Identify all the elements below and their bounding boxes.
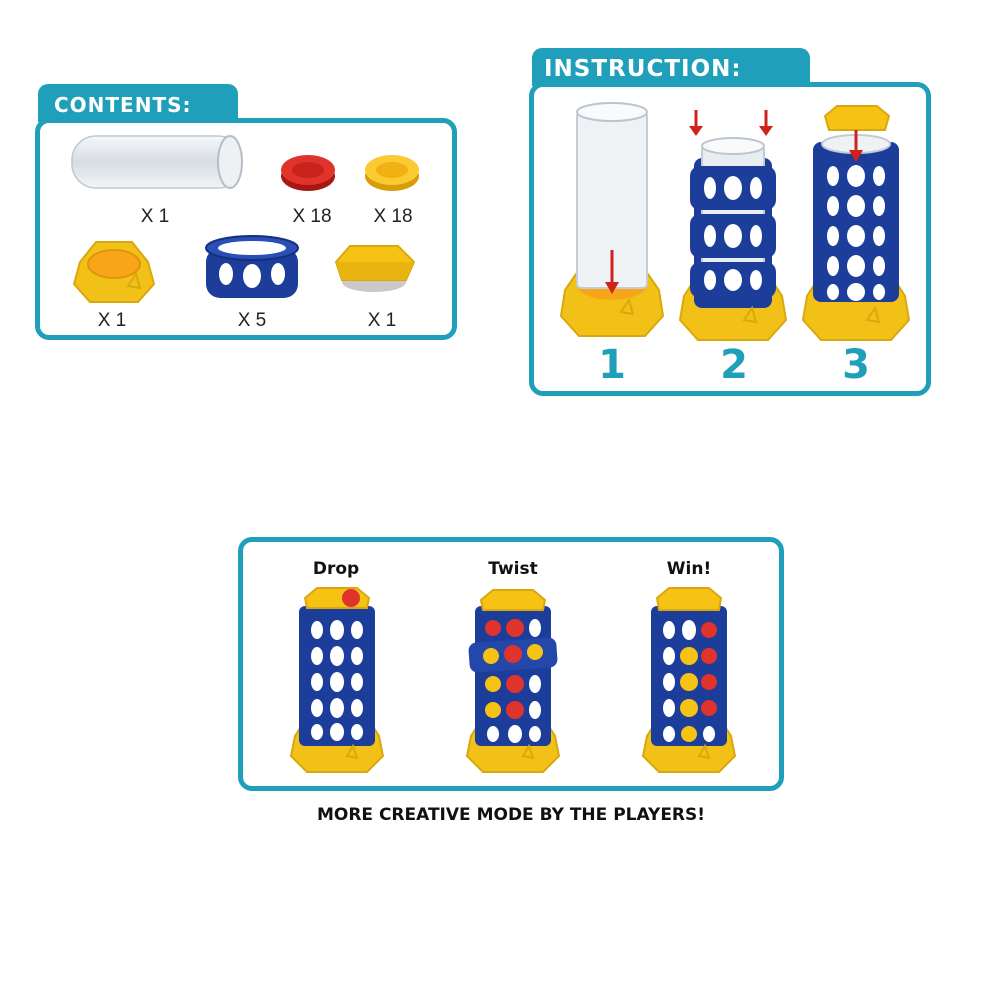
step-1-illustration (559, 102, 665, 337)
ring-count: X 5 (237, 310, 267, 331)
yellow-disc-icon (365, 155, 419, 191)
instruction-title: INSTRUCTION (544, 56, 732, 82)
red-disc-icon (281, 155, 335, 191)
step-3-illustration (801, 105, 911, 341)
step-2-number: 2 (720, 342, 748, 388)
twist-tower-icon (465, 589, 561, 773)
drop-caption: Drop (312, 559, 360, 579)
twist-caption: Twist (488, 559, 538, 579)
step-3-number: 3 (842, 342, 870, 388)
step-1-number: 1 (598, 342, 626, 388)
win-caption: Win! (666, 559, 712, 579)
drop-tower-icon (289, 587, 385, 773)
ring-icon (205, 235, 299, 298)
footer-text: MORE CREATIVE MODE BY THE PLAYERS! (316, 805, 706, 825)
cap-icon (334, 245, 416, 292)
step-2-illustration (678, 110, 788, 341)
contents-tab: CONTENTS: (38, 84, 238, 122)
win-tower-icon (641, 587, 737, 773)
red-disc-count: X 18 (292, 206, 332, 227)
yellow-disc-count: X 18 (373, 206, 413, 227)
tube-icon (71, 135, 243, 189)
contents-title: CONTENTS (54, 93, 183, 117)
base-count: X 1 (97, 310, 127, 331)
tube-count: X 1 (140, 206, 170, 227)
cap-count: X 1 (367, 310, 397, 331)
instruction-tab: INSTRUCTION: (532, 48, 810, 86)
base-icon (72, 241, 156, 303)
